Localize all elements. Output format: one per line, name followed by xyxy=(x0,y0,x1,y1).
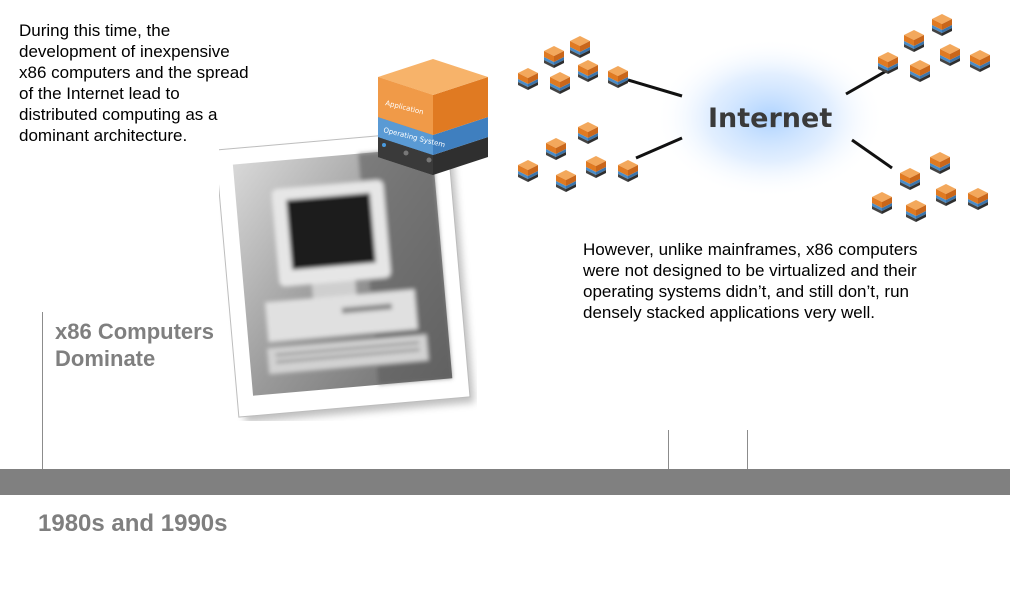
node-icon xyxy=(578,60,598,82)
node-icon xyxy=(570,36,590,58)
intro-text: During this time, the development of ine… xyxy=(19,21,249,145)
internet-label: Internet xyxy=(708,103,832,134)
era-marker-line xyxy=(42,312,43,469)
node-icon xyxy=(932,14,952,36)
node-icon xyxy=(970,50,990,72)
node-icon xyxy=(936,184,956,206)
node-icon xyxy=(556,170,576,192)
link-line xyxy=(635,136,683,160)
node-icon xyxy=(544,46,564,68)
note-text: However, unlike mainframes, x86 computer… xyxy=(583,240,918,322)
node-icon xyxy=(968,188,988,210)
node-icon xyxy=(518,68,538,90)
node-icon xyxy=(578,122,598,144)
node-icon xyxy=(878,52,898,74)
node-icon xyxy=(906,200,926,222)
node-icon xyxy=(618,160,638,182)
node-icon xyxy=(900,168,920,190)
timeline-decade-label: 1980s and 1990s xyxy=(38,510,228,537)
node-icon xyxy=(930,152,950,174)
timeline-bar xyxy=(0,469,1010,495)
node-icon xyxy=(872,192,892,214)
node-icon xyxy=(546,138,566,160)
link-line xyxy=(627,78,683,98)
server-stack-icon: Operating System Application xyxy=(373,55,493,185)
node-icon xyxy=(910,60,930,82)
node-icon xyxy=(586,156,606,178)
node-icon xyxy=(550,72,570,94)
era-title: x86 Computers Dominate xyxy=(55,318,255,372)
x86-computer-photo xyxy=(219,131,475,421)
era-title-line1: x86 Computers xyxy=(55,319,214,344)
era-title-line2: Dominate xyxy=(55,346,156,371)
node-icon xyxy=(940,44,960,66)
node-icon xyxy=(904,30,924,52)
timeline-tick xyxy=(747,430,748,469)
timeline-tick xyxy=(668,430,669,469)
node-icon xyxy=(518,160,538,182)
node-icon xyxy=(608,66,628,88)
internet-diagram: Internet xyxy=(518,14,990,222)
link-line xyxy=(851,138,893,170)
link-line xyxy=(845,68,889,96)
